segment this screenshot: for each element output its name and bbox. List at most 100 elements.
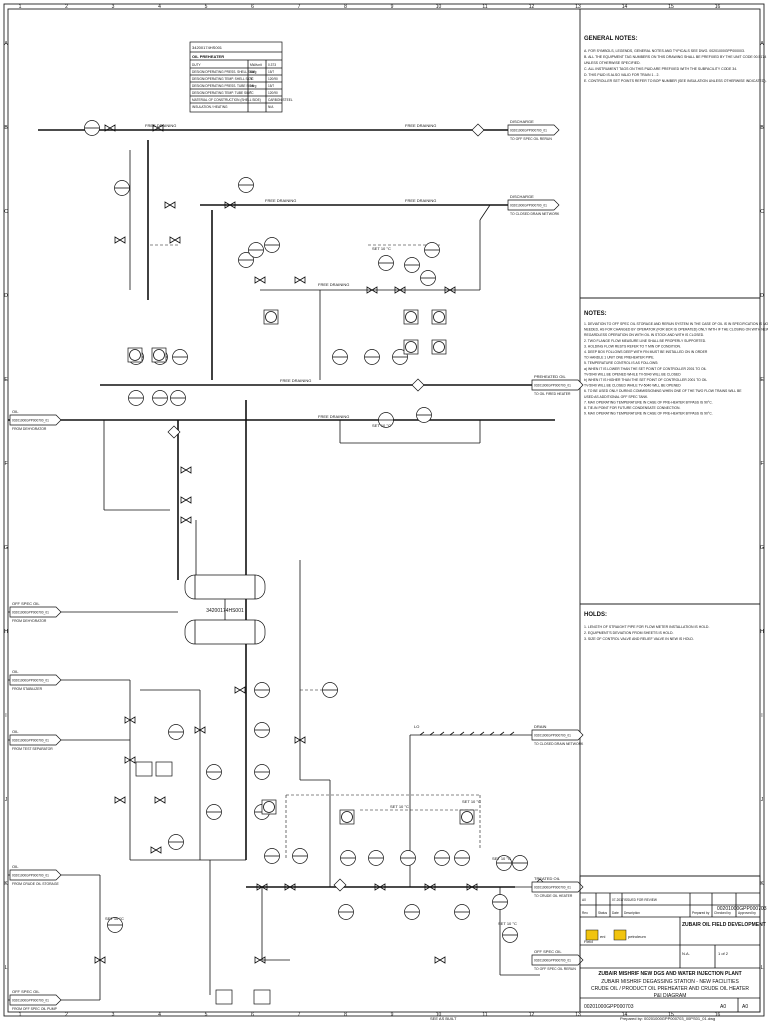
valve-icon [194, 726, 206, 734]
project-title: ZUBAIR MISHRIF NEW DGS AND WATER INJECTI… [598, 971, 741, 977]
valve-icon [180, 496, 192, 504]
connector-sub: TO CLOSED DRAIN NETWORK [510, 212, 560, 216]
connector-sub: TO OFF SPEC OIL RERUN [510, 137, 552, 141]
heater-row-label: DESIGN/OPERATING PRESS. SHELL SIDE [192, 70, 255, 74]
grid-col-7: 7 [298, 4, 301, 10]
grid-row-right-J: J [761, 797, 764, 803]
general-notes-title: GENERAL NOTES: [584, 36, 638, 42]
connector-sub: FROM TEST SEPARATOR [12, 747, 53, 751]
instrument-bubbles [84, 120, 528, 943]
setpoint-label-1: SET 10 °C [372, 246, 391, 251]
valve-icon [284, 883, 296, 891]
local-panel-box [253, 989, 271, 1005]
grid-col-bottom-5: 5 [205, 1012, 208, 1018]
general-notes-list: A. FOR SYMBOLS, LEGENDS, GENERAL NOTES A… [584, 49, 767, 83]
connector-sub: TO OFF SPEC OIL RERUN [534, 967, 576, 971]
instrument-panel [339, 809, 355, 825]
valve-icon [366, 286, 378, 294]
grid-col-4: 4 [158, 4, 161, 10]
grid-col-6: 6 [251, 4, 254, 10]
grid-row-right-F: F [760, 461, 763, 467]
connector-label: PREHEATED OIL [534, 374, 566, 379]
note-line: 6. TO BE USED ONLY DURING COMMISSIONING … [584, 389, 742, 393]
connector-label: OFF SPEC OIL [534, 949, 562, 954]
heater-row-label: INSULATION / HEATING [192, 105, 228, 109]
grid-col-16: 16 [715, 4, 721, 10]
valve-icon [154, 796, 166, 804]
size-code: A0 [720, 1004, 726, 1010]
grid-row-right-L: L [761, 965, 764, 971]
interlock-diamond [333, 878, 347, 892]
heater-table-title: OIL PREHEATER [192, 54, 224, 59]
revision-header: Status [598, 911, 607, 915]
grid-col-bottom-16: 16 [715, 1012, 721, 1018]
holds-list: 1. LENGTH OF STRAIGHT PIPE FOR FLOW METE… [584, 625, 709, 641]
grid-row-B: B [4, 125, 8, 131]
grid-row-right-D: D [760, 293, 764, 299]
connector-ref: 00201000GPP000700_01 [12, 999, 49, 1003]
connector-label: OIL [12, 669, 19, 674]
note-line: D. THIS P&ID IS ALSO VALID FOR TRAIN 1 -… [584, 73, 659, 77]
interlock-diamond [471, 123, 485, 137]
note-line: 7. MAX OPERATING TEMPERATURE IN CASE OF … [584, 400, 713, 404]
grid-col-bottom-12: 12 [529, 1012, 535, 1018]
setpoint-label-4: SET 10 °C [462, 799, 481, 804]
grid-row-right-H: H [760, 629, 764, 635]
free-draining-label-3: FREE DRAINING [265, 198, 296, 203]
grid-row-J: J [5, 797, 8, 803]
valve-icon [434, 956, 446, 964]
heater-row-unit: °C [250, 77, 254, 81]
note-line: b) WHEN IT IS HIGHER THAN THE SET POINT … [584, 378, 707, 382]
valve-icon [124, 756, 136, 764]
revision-cell: 07-2017 [612, 898, 624, 902]
valve-icon [150, 846, 162, 854]
note-line: USED AS ADDITIONAL OFF SPEC TANK. [584, 395, 648, 399]
grid-col-1: 1 [19, 4, 22, 10]
grid-row-right-B: B [760, 125, 764, 131]
notes-title: NOTES: [584, 311, 607, 317]
grid-col-bottom-1: 1 [19, 1012, 22, 1018]
valve-icon [466, 883, 478, 891]
connector-sub: FROM STABILIZER [12, 687, 43, 691]
free-draining-label-5: FREE DRAINING [318, 282, 349, 287]
grid-col-bottom-2: 2 [65, 1012, 68, 1018]
note-line: 5. TEMPERATURE CONTROL IS AS FOLLOWS: [584, 361, 658, 365]
valve-icon [224, 201, 236, 209]
heater-row-value: N/A [268, 105, 274, 109]
valve-icon [256, 883, 268, 891]
grid-row-H: H [4, 629, 8, 635]
connector-label: OFF SPEC OIL [12, 989, 40, 994]
connector-ref: 00201000GPP000700_01 [534, 384, 571, 388]
grid-col-bottom-11: 11 [482, 1012, 487, 1018]
revision-header: Rev. [582, 911, 588, 915]
valve-icon [164, 201, 176, 209]
client-name: ZUBAIR OIL FIELD DEVELOPMENT [682, 922, 766, 928]
connector-ref: 00201000GPP000700_01 [534, 886, 571, 890]
note-line: NEEDED, AS FOR CHANGED BY OPERATOR (FOR … [584, 328, 768, 332]
connector-label: DRAIN [534, 724, 547, 729]
valve-icon [169, 236, 181, 244]
process-lines [8, 129, 555, 1001]
note-line: UNLESS OTHERWISE SPECIFIED. [584, 61, 641, 65]
grid-col-bottom-7: 7 [298, 1012, 301, 1018]
grid-row-F: F [4, 461, 7, 467]
title-line-1: ZUBAIR MISHRIF DEGASSING STATION - NEW F… [601, 979, 739, 985]
interlock-diamond [167, 425, 181, 439]
valve-icon [294, 736, 306, 744]
grid-row-C: C [4, 209, 8, 215]
setpoint-label-3: SET 10 °C [390, 804, 409, 809]
